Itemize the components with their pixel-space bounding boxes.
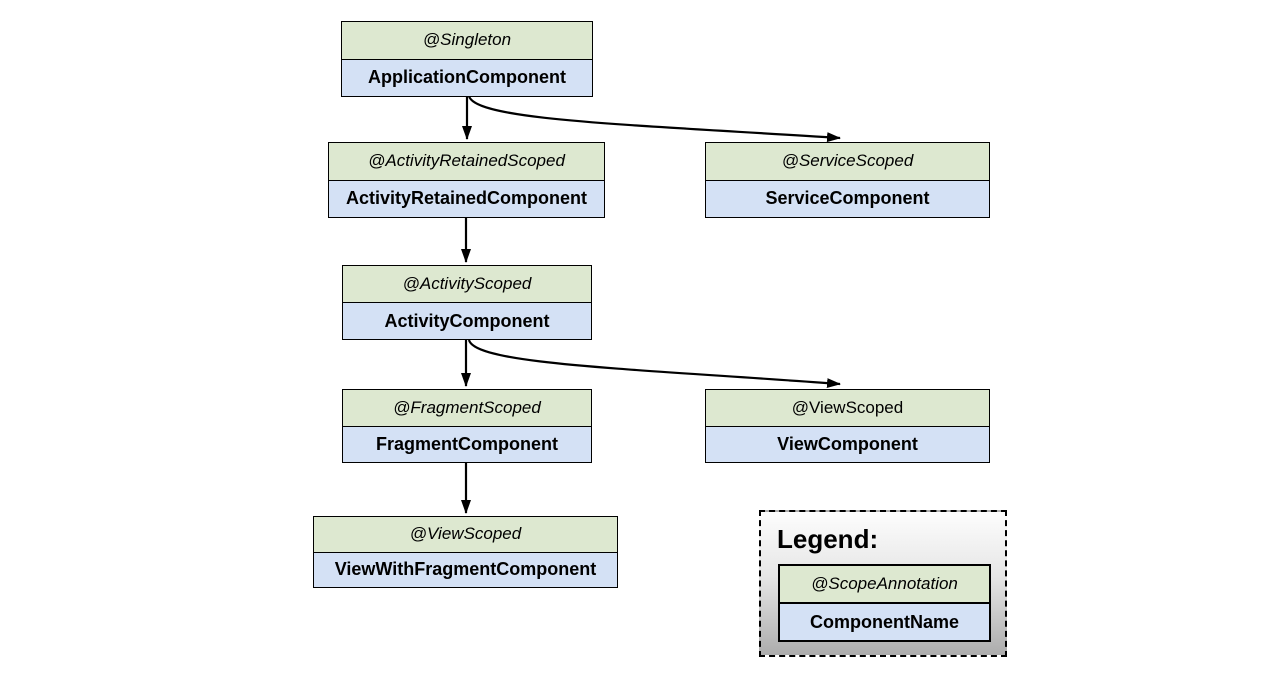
component-name-label: FragmentComponent: [343, 426, 591, 462]
scope-annotation-label: @ServiceScoped: [706, 143, 989, 181]
scope-annotation-label: @ActivityScoped: [343, 266, 591, 303]
node-activity-component: @ActivityScoped ActivityComponent: [342, 265, 592, 340]
legend-scope-annotation-label: @ScopeAnnotation: [780, 566, 989, 604]
node-fragment-component: @FragmentScoped FragmentComponent: [342, 389, 592, 463]
component-name-label: ServiceComponent: [706, 180, 989, 217]
node-service-component: @ServiceScoped ServiceComponent: [705, 142, 990, 218]
legend-title: Legend:: [777, 524, 879, 554]
scope-annotation-label: @Singleton: [342, 22, 592, 60]
legend-box: Legend: @ScopeAnnotation ComponentName: [759, 510, 1007, 657]
component-name-label: ApplicationComponent: [342, 59, 592, 96]
edge-activity-to-view: [467, 339, 841, 389]
node-activity-retained-component: @ActivityRetainedScoped ActivityRetained…: [328, 142, 605, 218]
node-view-with-fragment-component: @ViewScoped ViewWithFragmentComponent: [313, 516, 618, 588]
component-name-label: ActivityComponent: [343, 303, 591, 339]
legend-sample-node: @ScopeAnnotation ComponentName: [778, 564, 991, 642]
node-application-component: @Singleton ApplicationComponent: [341, 21, 593, 97]
component-name-label: ActivityRetainedComponent: [329, 180, 604, 217]
scope-annotation-label: @FragmentScoped: [343, 390, 591, 427]
scope-annotation-label: @ActivityRetainedScoped: [329, 143, 604, 181]
node-view-component: @ViewScoped ViewComponent: [705, 389, 990, 463]
scope-annotation-label: @ViewScoped: [314, 517, 617, 553]
legend-component-name-label: ComponentName: [780, 604, 989, 640]
component-name-label: ViewWithFragmentComponent: [314, 552, 617, 587]
edge-application-to-service: [467, 95, 841, 143]
scope-annotation-label: @ViewScoped: [706, 390, 989, 427]
component-name-label: ViewComponent: [706, 426, 989, 462]
